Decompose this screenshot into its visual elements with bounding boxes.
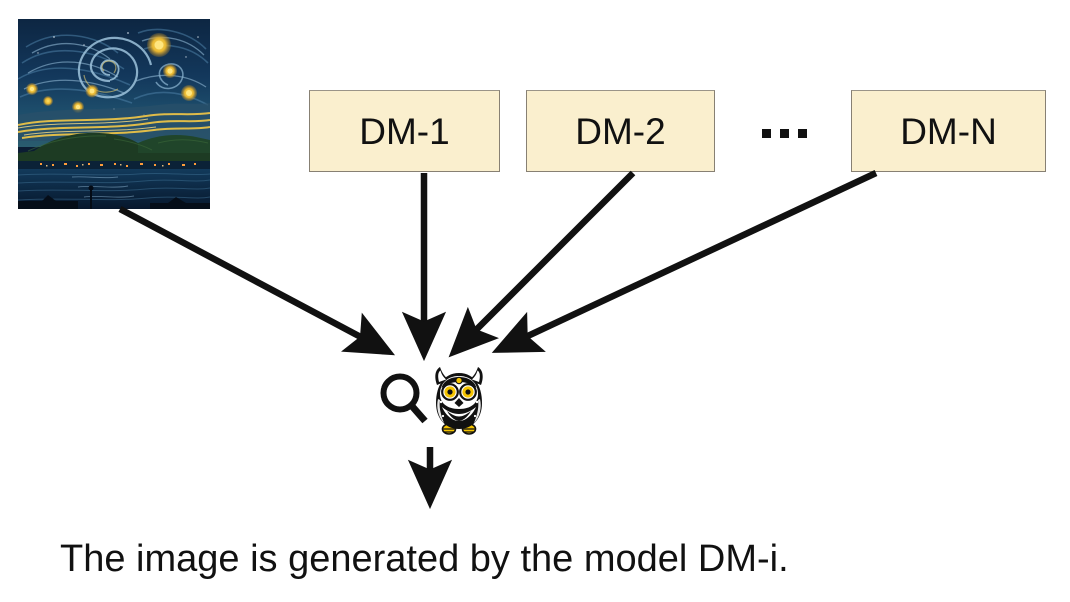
model-box-dm-2[interactable]: DM-2 <box>526 90 715 172</box>
arrow-dmn-to-detector <box>491 170 878 353</box>
generated-image-thumbnail <box>18 19 210 209</box>
model-label-dm-n: DM-N <box>900 110 997 152</box>
detector-node[interactable] <box>378 363 493 439</box>
arrow-image-to-detector <box>118 206 396 356</box>
models-ellipsis <box>762 118 832 148</box>
starry-night-painting <box>18 19 210 209</box>
caption-text: The image is generated by the model DM-i… <box>60 538 789 580</box>
model-label-dm-1: DM-1 <box>359 110 450 152</box>
model-label-dm-2: DM-2 <box>575 110 666 152</box>
magnifying-glass-icon <box>380 373 428 424</box>
model-box-dm-n[interactable]: DM-N <box>851 90 1046 172</box>
model-box-dm-1[interactable]: DM-1 <box>309 90 500 172</box>
arrow-dm2-to-detector <box>448 170 636 358</box>
owl-icon <box>435 367 483 435</box>
ellipsis-dot-2 <box>780 128 789 138</box>
ellipsis-dot-1 <box>762 128 771 138</box>
ellipsis-dot-3 <box>798 128 807 138</box>
